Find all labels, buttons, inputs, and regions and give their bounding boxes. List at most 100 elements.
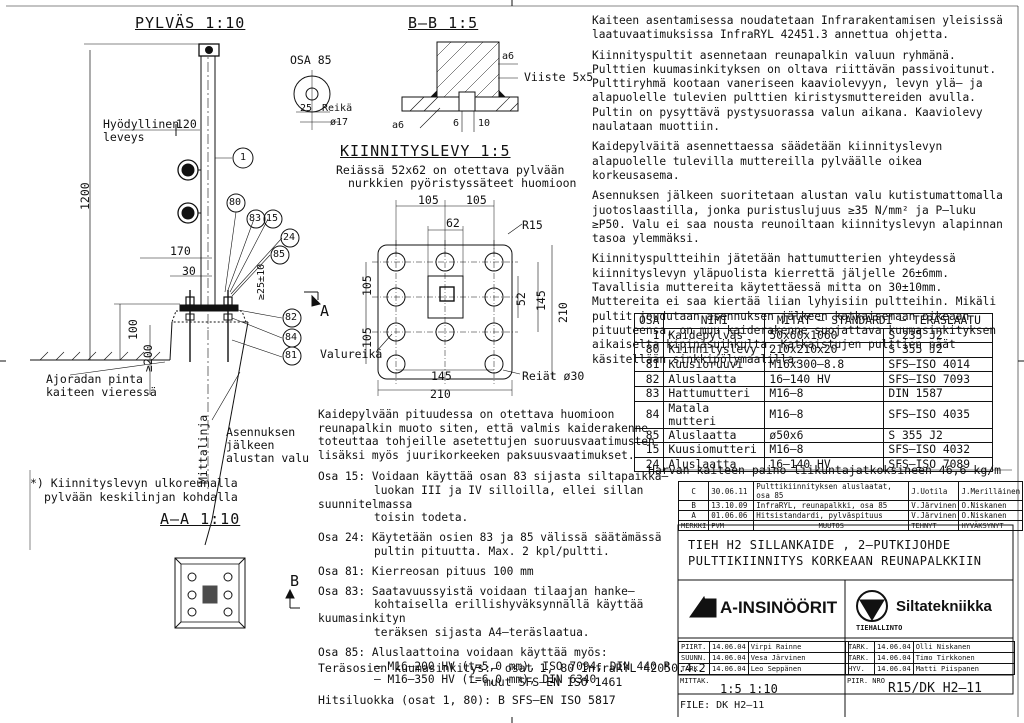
cell: Kiinnityslevy (663, 342, 766, 358)
cell: 83 (633, 385, 665, 402)
note-paragraph: Kaiteen asentamisessa noudatetaan Infrar… (592, 14, 1003, 42)
label-leveys: leveys (103, 130, 145, 144)
balloon-15: 15 (266, 213, 279, 224)
dim-62: 62 (446, 216, 460, 230)
title-bb: B–B 1:5 (408, 14, 479, 32)
note-star-2: pylvään keskilinjan kohdalla (44, 490, 238, 504)
cell: TARK. (845, 641, 875, 653)
cell: Hitsistandardi, pylväspituus (753, 510, 910, 521)
osa-text: Voidaan käyttää osan 83 sijasta siltapai… (371, 470, 669, 483)
cell: M16–8 (764, 442, 885, 458)
cell: 16–140 HV (764, 371, 885, 387)
osa-text: Käytetään osien 83 ja 85 välissä säätämä… (371, 531, 662, 545)
cell: 15 (633, 442, 665, 458)
cell: Aluslaatta (663, 456, 766, 473)
cell: 80 (633, 342, 665, 358)
osa-text: Aluslaattoina voidaan käyttää myös: (371, 645, 608, 659)
cell: PIIRT. (678, 641, 710, 653)
col-nimi: NIMI (663, 313, 766, 329)
osa-note: Osa 15: Voidaan käyttää osan 83 sijasta … (318, 470, 678, 525)
cell: 14.06.04 (874, 652, 914, 664)
drawing-no-label: PIIR. NRO (847, 677, 885, 685)
balloon-80: 80 (229, 197, 242, 208)
osa-text: – M16–350 HV (t=6,0 mm), DIN 6340 (374, 673, 597, 687)
cell: ø50x6 (764, 427, 885, 444)
cell: J.Merilläinen (958, 481, 1024, 501)
cell: 82 (633, 371, 665, 387)
cell: Leo Seppänen (747, 663, 849, 675)
osa-text: luokan III ja IV silloilla, ellei sillan… (318, 483, 644, 511)
cell: S 355 J2 (883, 342, 994, 358)
label-asennuksen: Asennuksen (226, 425, 296, 439)
cell: S 355 J2 (883, 427, 994, 444)
osa-text: toisin todeta. (374, 511, 469, 525)
scale-value: 1:5 1:10 (720, 682, 778, 696)
note-paragraph: Kiinnityspultit asennetaan reunapalkin v… (592, 48, 997, 134)
cell: Hattumutteri (663, 385, 766, 402)
note-line: reunapalkin muoto siten, että valmis kai… (318, 421, 649, 435)
label-valureika: Valureikä (320, 347, 383, 361)
cell: SFS–ISO 4035 (883, 400, 994, 429)
note-reiassa-2: nurkkien pyöristyssäteet huomioon (348, 176, 577, 190)
osa-note: Osa 83: Saatavuussyistä voidaan tilaajan… (318, 585, 678, 640)
table-header-row: OSA NIMI MITAT – STANDARDI – TERÄSLAATU (633, 313, 994, 329)
cell: MUUTOS (753, 520, 910, 531)
osa-note: Osa 85: Aluslaattoina voidaan käyttää my… (318, 646, 678, 687)
cell: V.Järvinen (908, 510, 960, 521)
cell: SFS–ISO 4014 (883, 356, 994, 373)
cell: Kuusioruuvi (663, 356, 766, 373)
galvanizing-note: Teräsosien kuumasinkitys:– osat 1, 80 In… (318, 661, 706, 675)
cell: MERKKI (677, 520, 710, 531)
balloon-82: 82 (285, 312, 298, 323)
osa-text: – M16–200 HV (t=5,0 mm), ISO 7094, DIN 4… (374, 659, 671, 673)
cell: Aluslaatta (663, 427, 766, 444)
cell: M16x300–8.8 (764, 356, 885, 373)
balloon-83: 83 (249, 213, 262, 224)
cell: 16–140 HV (764, 456, 885, 473)
label-ajoradan: Ajoradan pinta (46, 372, 143, 386)
cell: 84 (633, 400, 665, 429)
cell: InfraRYL, reunapalkki, osa 85 (753, 500, 910, 511)
label-hyodyllinen: Hyödyllinen (103, 117, 180, 131)
cell: SFS–ISO 4032 (883, 442, 994, 458)
osa-text: Kierreosan pituus 100 mm (371, 564, 534, 578)
galvanizing-note-2: – muut SFS–EN ISO 1461 (470, 675, 623, 689)
osa-key: Osa 83: (318, 584, 366, 598)
label-a6-2: a6 (392, 120, 405, 131)
cell: 14.06.04 (709, 652, 749, 664)
cell: 50x60x1060 (764, 327, 885, 344)
title-aa: A–A 1:10 (160, 510, 241, 528)
cell: SFS–ISO 7089 (883, 456, 994, 473)
label-a6-1: a6 (502, 51, 515, 62)
col-osa: OSA (633, 313, 665, 329)
dim-1200: 1200 (78, 182, 92, 210)
siltatekniikka-text: Siltatekniikka (896, 598, 992, 615)
cell: 14.06.04 (874, 663, 914, 675)
cell: B (677, 500, 710, 511)
cell: O.Niskanen (958, 500, 1024, 511)
label-d6: 6 (453, 118, 460, 129)
cell: TEHNYT (908, 520, 960, 531)
view-b-marker: B (290, 572, 301, 590)
dim-105b: 105 (466, 193, 487, 207)
balloon-1: 1 (240, 152, 247, 163)
dim-25pm10: ≥25±10 (256, 263, 267, 300)
dim-52: 52 (514, 292, 528, 306)
length-note: Kaidepylvään pituudessa on otettava huom… (318, 408, 658, 462)
cell: 14.06.04 (874, 641, 914, 653)
dim-105a: 105 (418, 193, 439, 207)
osa-note: Osa 24: Käytetään osien 83 ja 85 välissä… (318, 531, 678, 559)
weld-class-note: Hitsiluokka (osat 1, 80): B SFS–EN ISO 5… (318, 693, 616, 707)
note-reiassa-1: Reiässä 52x62 on otettava pylvään (336, 163, 565, 177)
osa-text: teräksen sijasta A4–teräslaatua. (374, 625, 590, 639)
dim-200: ≥200 (141, 344, 155, 372)
